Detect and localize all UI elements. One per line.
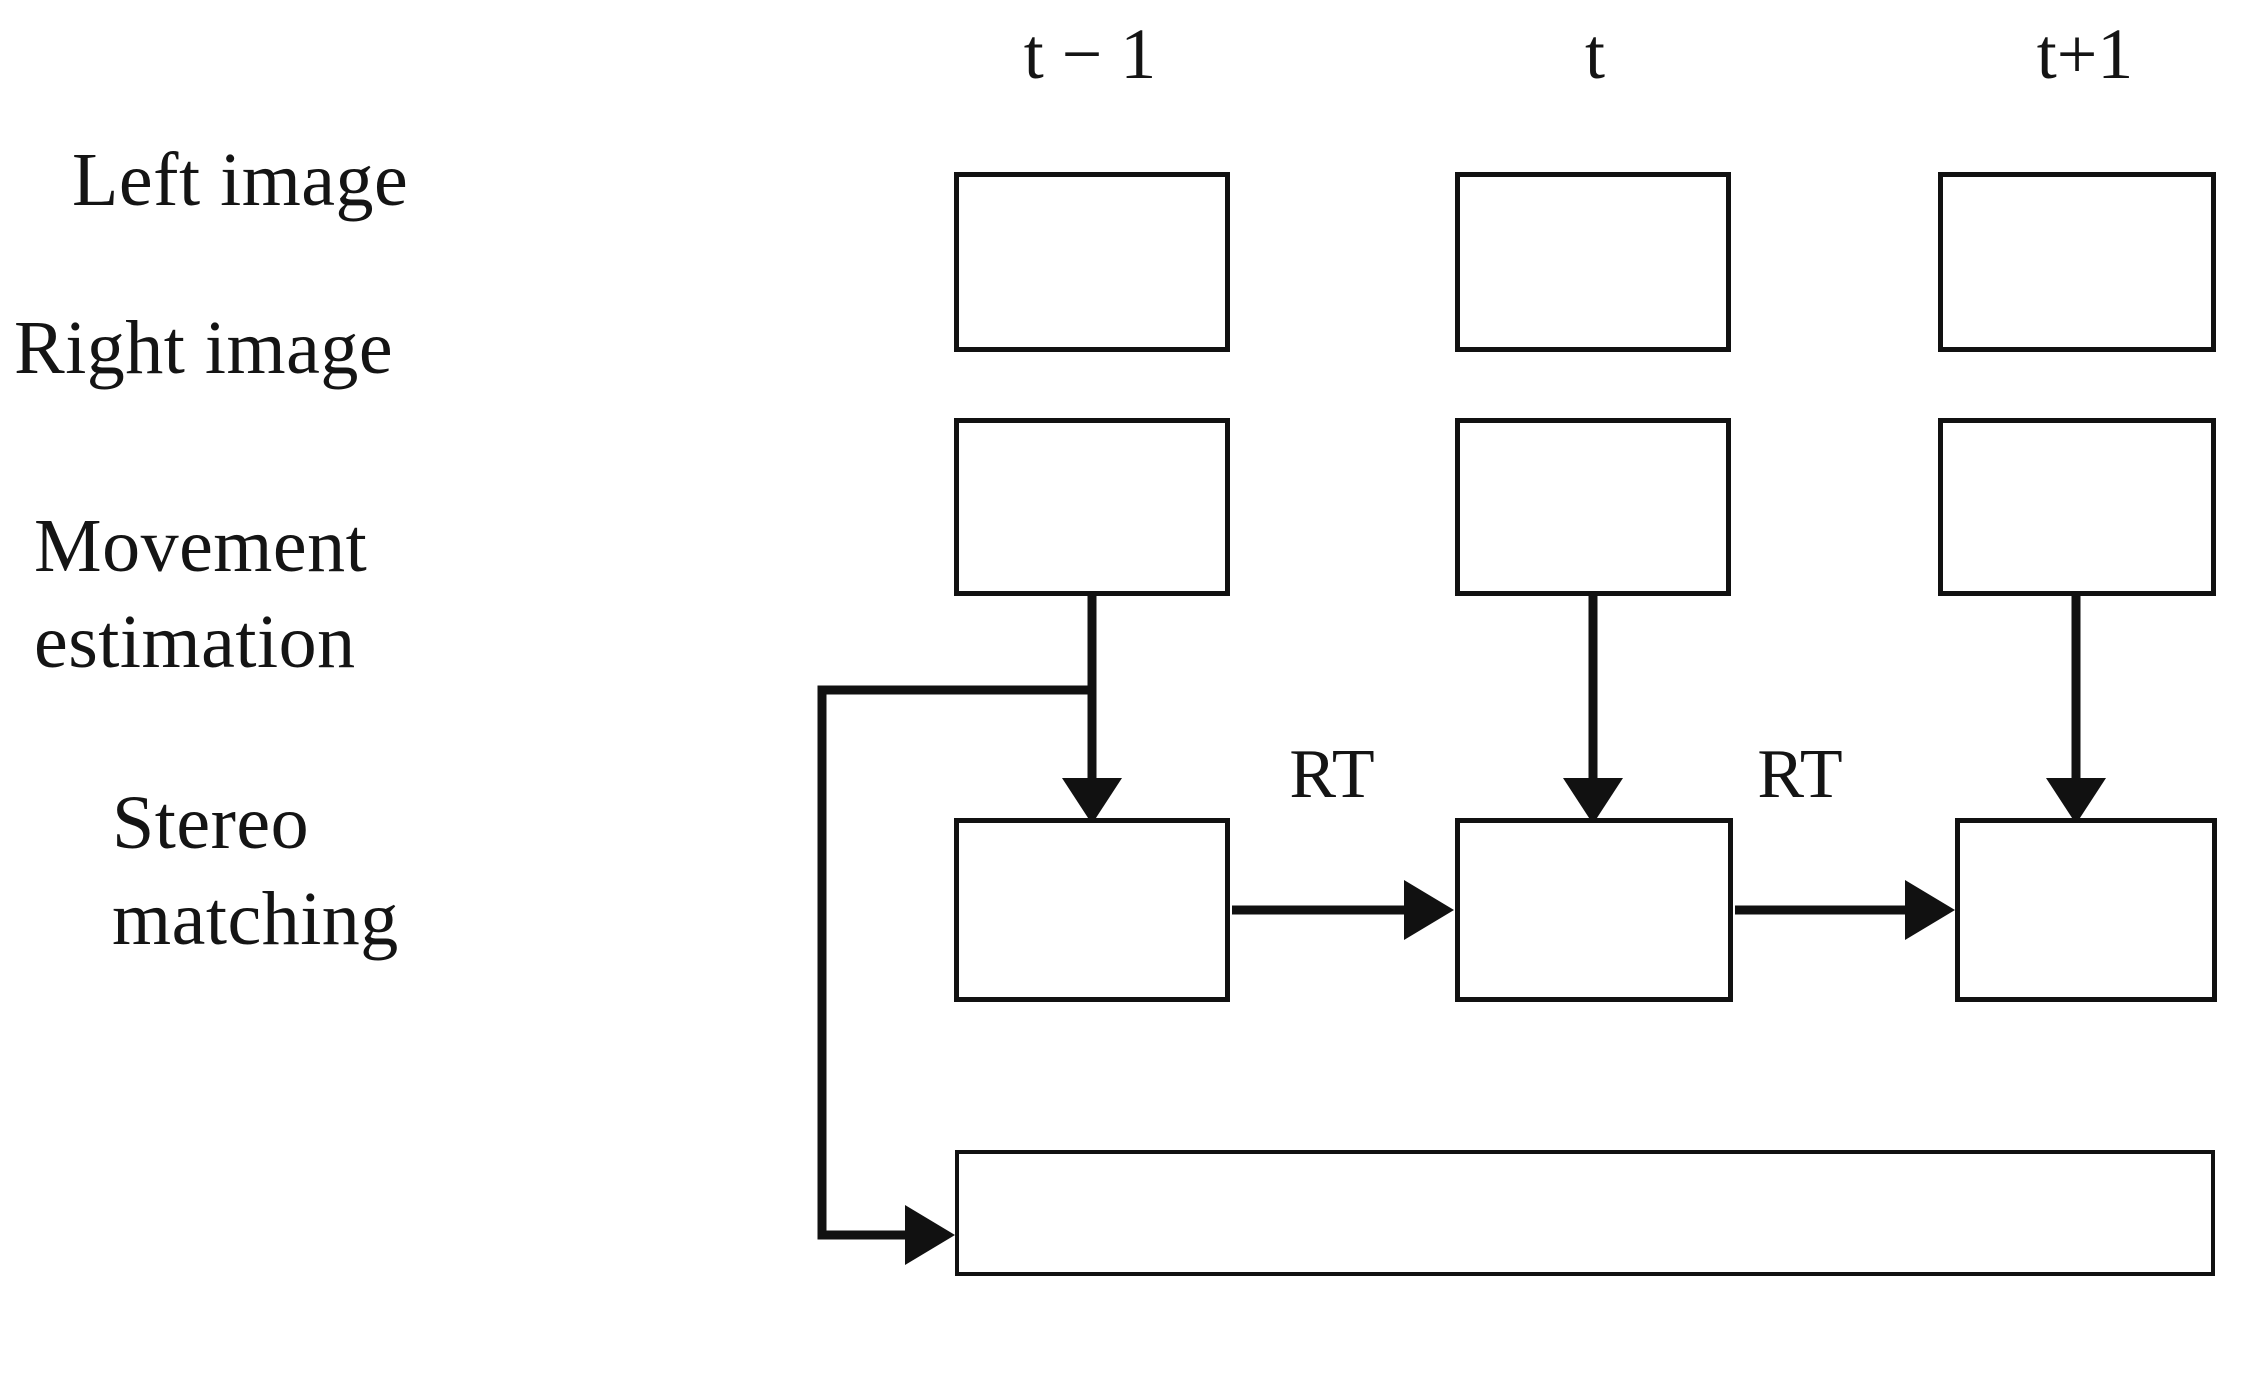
arrow-right-t-to-move — [1563, 596, 1623, 824]
arrow-move-t-to-move-t-plus-1 — [1735, 880, 1955, 940]
box-movement-estimation-t[interactable] — [1455, 818, 1733, 1002]
column-label-t-plus-1: t+1 — [2036, 14, 2134, 94]
arrow-right-t-plus-1-to-move — [2046, 596, 2106, 824]
arrow-right-t-minus-1-to-move — [1062, 596, 1122, 824]
box-right-image-t[interactable] — [1455, 418, 1731, 596]
column-label-t: t — [1584, 14, 1605, 94]
box-stereo-matching[interactable] — [955, 1150, 2215, 1276]
box-right-image-t-minus-1[interactable] — [954, 418, 1230, 596]
box-right-image-t-plus-1[interactable] — [1938, 418, 2216, 596]
arrow-move-t-minus-1-to-move-t — [1232, 880, 1454, 940]
box-left-image-t[interactable] — [1455, 172, 1731, 352]
box-movement-estimation-t-minus-1[interactable] — [954, 818, 1230, 1002]
row-label-stereo-matching: Stereo matching — [112, 781, 399, 961]
edge-label-rt-1: RT — [1289, 736, 1375, 813]
row-label-right-image: Right image — [14, 306, 394, 390]
box-left-image-t-plus-1[interactable] — [1938, 172, 2216, 352]
row-label-left-image: Left image — [72, 138, 409, 222]
box-left-image-t-minus-1[interactable] — [954, 172, 1230, 352]
row-label-movement-estimation: Movement estimation — [34, 504, 368, 684]
edge-label-rt-2: RT — [1757, 736, 1843, 813]
box-movement-estimation-t-plus-1[interactable] — [1955, 818, 2217, 1002]
column-label-t-minus-1: t − 1 — [1023, 14, 1157, 94]
